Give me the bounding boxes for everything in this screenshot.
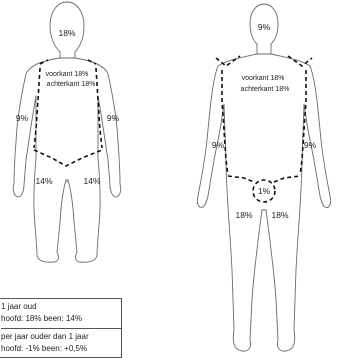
child-groin-dash	[34, 150, 102, 166]
child-left-trunk-dash	[34, 68, 40, 148]
adult-right-leg-label: 18%	[271, 210, 288, 220]
legend-line-2: hoofd: 18% been: 14%	[1, 314, 82, 324]
child-right-trunk-dash	[96, 68, 102, 148]
child-head-label: 18%	[58, 28, 75, 38]
adult-genital-label: 1%	[258, 186, 271, 196]
adult-left-leg-label: 18%	[235, 210, 252, 220]
legend-line-4: hoofd: -1% been: +0,5%	[1, 344, 87, 354]
legend-box: 1 jaar oud hoofd: 18% been: 14% per jaar…	[0, 298, 122, 358]
child-left-arm-label: 9%	[16, 113, 29, 123]
child-front-label: voorkant 18%	[46, 71, 89, 78]
child-back-label: achterkant 18%	[47, 81, 96, 88]
child-left-leg-label: 14%	[35, 176, 52, 186]
child-right-leg-label: 14%	[83, 176, 100, 186]
adult-right-arm-label: 9%	[304, 140, 317, 150]
child-figure: 18% voorkant 18% achterkant 18% 9% 9% 14…	[13, 2, 121, 262]
adult-back-label: achterkant 18%	[241, 86, 290, 93]
legend-line-3: per jaar ouder dan 1 jaar	[1, 332, 89, 342]
legend-separator	[1, 328, 121, 329]
adult-front-label: voorkant 18%	[242, 75, 285, 82]
adult-left-arm-label: 9%	[212, 140, 225, 150]
adult-head-label: 9%	[258, 22, 271, 32]
adult-figure: 9% voorkant 18% achterkant 18% 9% 9% 1% …	[197, 4, 330, 351]
child-right-arm-label: 9%	[107, 113, 120, 123]
legend-line-1: 1 jaar oud	[1, 302, 37, 312]
child-body-outline	[13, 58, 121, 262]
adult-groin-dash	[228, 176, 300, 182]
